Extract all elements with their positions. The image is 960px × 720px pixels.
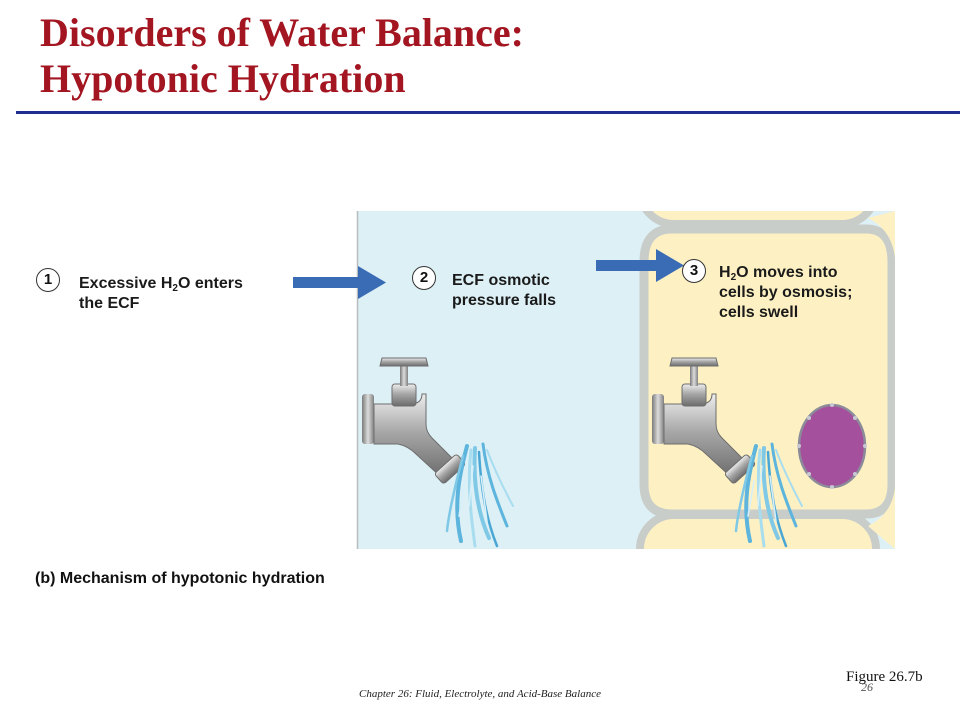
title-line-1: Disorders of Water Balance: [40,10,525,55]
slide-title: Disorders of Water Balance: Hypotonic Hy… [40,10,524,102]
step-number-circle: 3 [682,259,706,283]
step-number-circle: 1 [36,268,60,292]
cell-above [642,211,874,228]
title-line-2: Hypotonic Hydration [40,56,406,101]
arrow-right-icon [596,249,684,282]
figure-caption: (b) Mechanism of hypotonic hydration [35,570,325,587]
step-1-label: Excessive H2O enters the ECF [79,275,243,312]
figure-reference: Figure 26.7b [846,669,923,685]
step-number-circle: 2 [412,266,436,290]
cell-below [636,511,880,549]
page-number: 26 [861,680,873,694]
slide-footer: Chapter 26: Fluid, Electrolyte, and Acid… [359,688,601,700]
ecf-panel [357,211,895,549]
title-underline [16,111,960,114]
step-2-label: ECF osmotic pressure falls [452,272,557,309]
arrow-right-icon [293,266,386,299]
step-3-label: H2O moves into cells by osmosis; cells s… [719,264,853,321]
nucleus-icon [797,403,867,489]
